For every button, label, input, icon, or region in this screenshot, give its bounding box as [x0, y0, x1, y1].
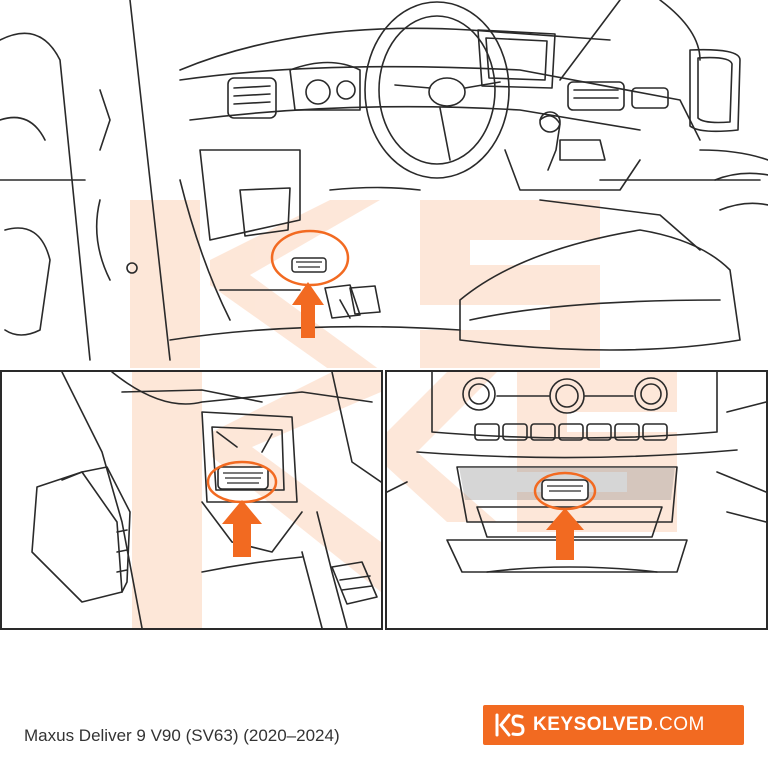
- keysolved-logo-icon: [495, 713, 525, 737]
- underdash-drawing: [31, 372, 381, 628]
- vehicle-caption: Maxus Deliver 9 V90 (SV63) (2020–2024): [24, 726, 340, 745]
- console-drawing: [387, 372, 766, 573]
- arrow-up-icon: [546, 508, 584, 560]
- brand-tld: .COM: [653, 714, 705, 735]
- brand-banner: KEYSOLVED.COM: [483, 705, 744, 745]
- underdash-detail-illustration: [0, 370, 383, 630]
- arrow-up-icon: [222, 500, 262, 557]
- arrow-up-icon: [292, 282, 324, 338]
- watermark-logo: [130, 200, 600, 368]
- brand-name-text: KEYSOLVED: [533, 714, 654, 735]
- brand-name: KEYSOLVED.COM: [533, 714, 705, 736]
- cabin-drawing: [0, 0, 768, 368]
- cabin-overview-illustration: [0, 0, 768, 368]
- obd-port-icon: [206, 460, 278, 504]
- console-tray-detail-illustration: [385, 370, 768, 630]
